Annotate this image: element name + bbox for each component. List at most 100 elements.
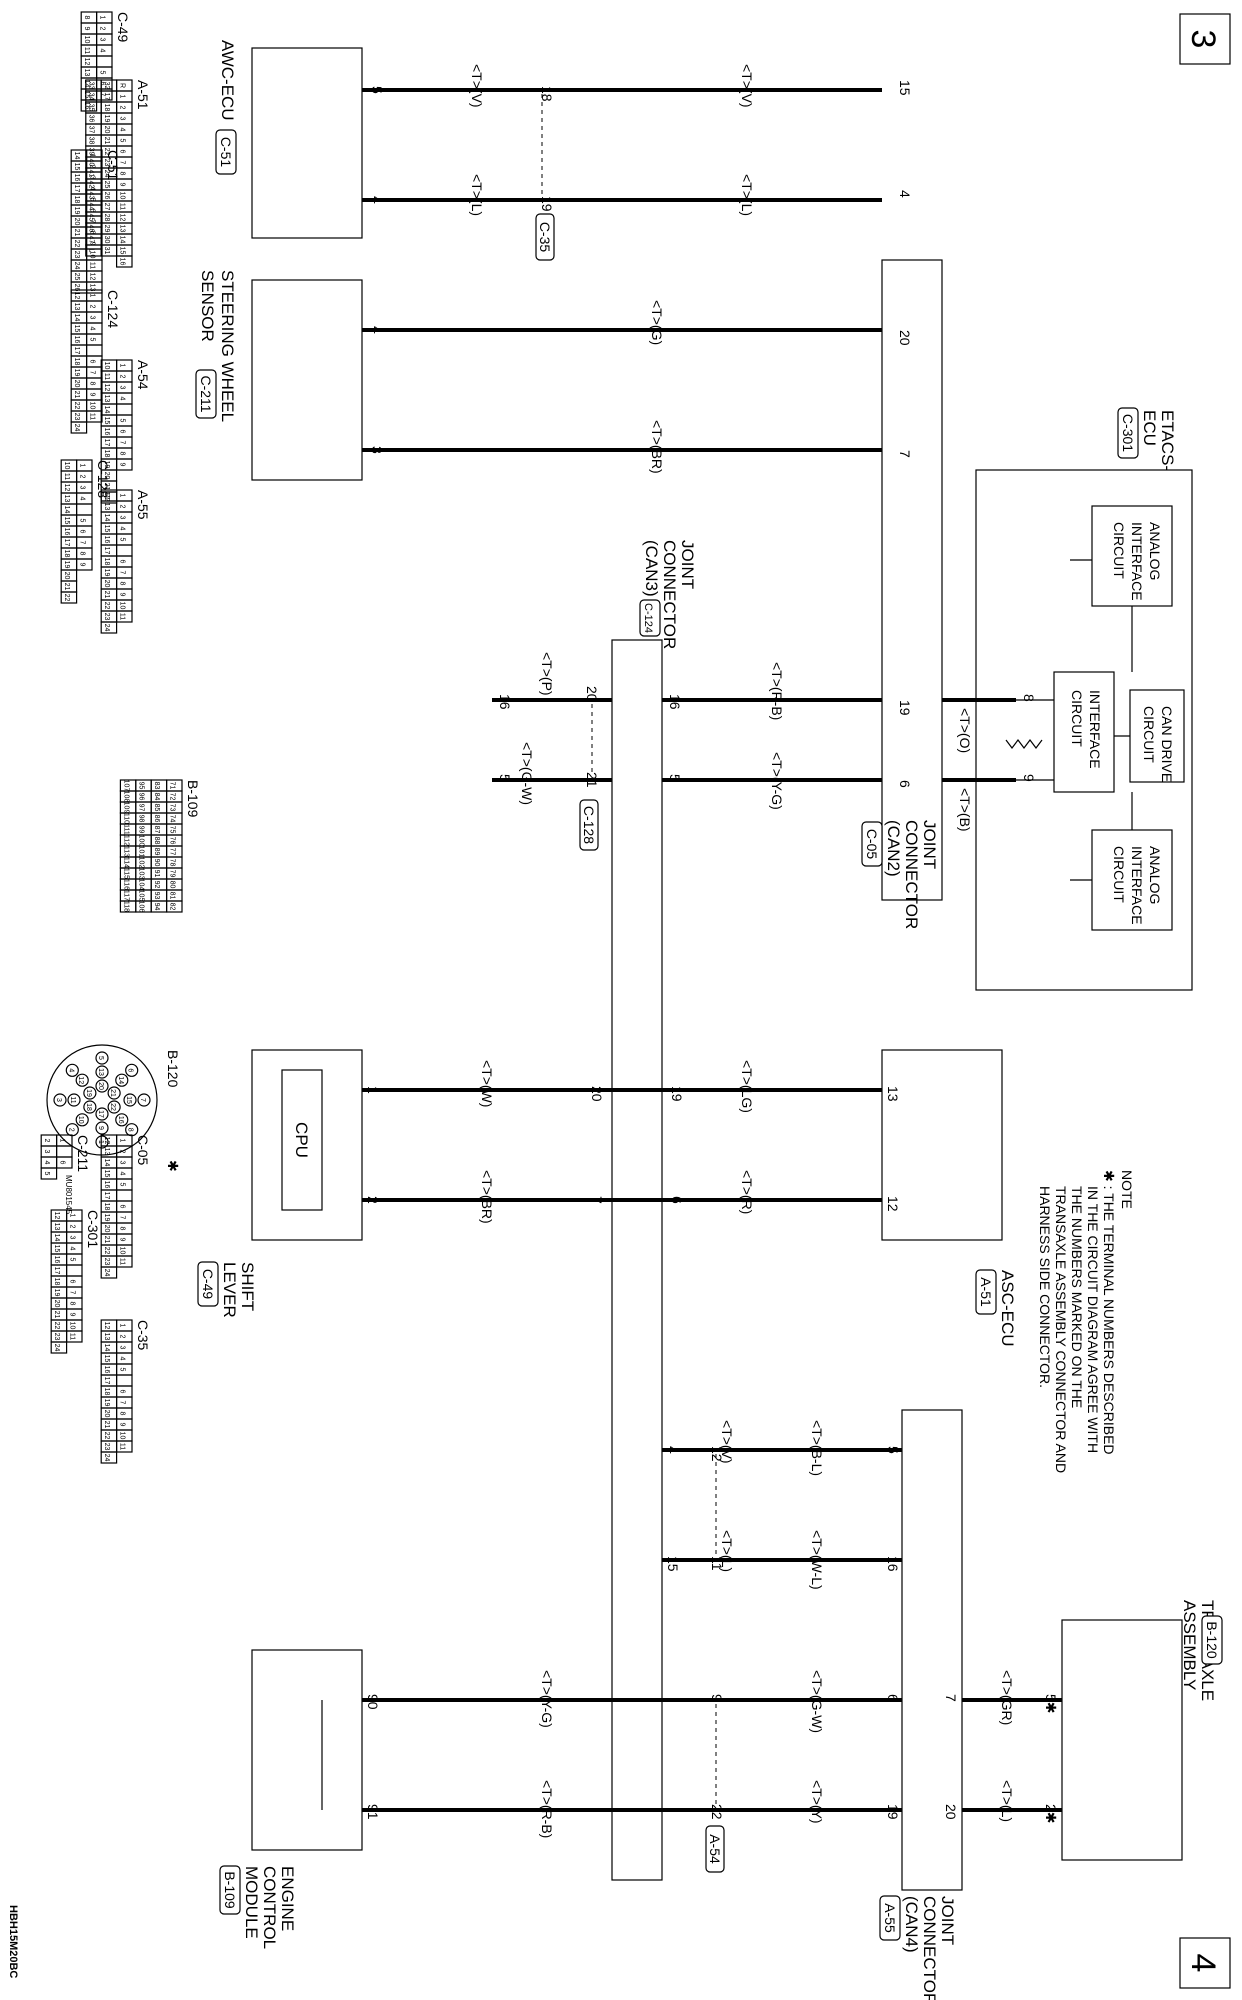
connector-pin: 26: [103, 192, 110, 200]
svg-text:CIRCUIT: CIRCUIT: [1111, 846, 1127, 903]
connector-pin: 9: [83, 27, 90, 31]
connector-pin: 104: [138, 879, 145, 891]
svg-text:2: 2: [365, 1196, 381, 1204]
connector-pin: 1: [88, 154, 95, 158]
connector-pin: 22: [103, 494, 110, 502]
connector-pin: 8: [118, 452, 125, 456]
svg-text:ASC-ECU: ASC-ECU: [998, 1270, 1017, 1347]
connector-view-c05: C-05123456789101112131415161718192021222…: [100, 1134, 151, 1279]
svg-text:19: 19: [897, 700, 913, 716]
connector-pin: 11: [88, 413, 95, 420]
svg-text:CPU: CPU: [292, 1122, 311, 1158]
connector-pin: 98: [138, 815, 145, 823]
connector-pin: 20: [103, 580, 110, 588]
connector-pin: 95: [138, 782, 145, 790]
svg-text:CONTROL: CONTROL: [260, 1866, 279, 1949]
connector-view-code: A-51: [135, 80, 151, 110]
connector-pin: 5: [88, 338, 95, 342]
connector-pin: 13: [88, 284, 95, 292]
connector-pin: 6: [127, 1068, 134, 1072]
connector-pin: 7: [88, 220, 95, 224]
svg-text:19: 19: [885, 1804, 901, 1820]
svg-text:CIRCUIT: CIRCUIT: [1141, 706, 1157, 763]
c128-tag: C-128: [581, 806, 597, 844]
connector-pin: 19: [103, 461, 110, 469]
connector-view-code: C-51: [105, 150, 121, 181]
connector-pin: 19: [103, 1399, 110, 1407]
connector-pin: 1: [118, 1324, 125, 1328]
connector-pin: 12: [103, 1137, 110, 1145]
svg-text:4: 4: [369, 326, 385, 334]
svg-text:ENGINE: ENGINE: [278, 1866, 297, 1931]
svg-text:CONNECTOR: CONNECTOR: [660, 540, 679, 649]
connector-pin: 8: [127, 1128, 134, 1132]
connector-pin: 8: [78, 552, 85, 556]
connector-pin: 15: [103, 1170, 110, 1178]
connector-pin: 79: [168, 870, 175, 878]
svg-text:INTERFACE: INTERFACE: [1129, 522, 1145, 601]
connector-pin: 7: [118, 1216, 125, 1220]
asc-wires: [612, 1088, 882, 1202]
connector-pin: 6: [118, 1205, 125, 1209]
svg-text:15: 15: [897, 80, 913, 96]
svg-text:CONNECTOR: CONNECTOR: [902, 820, 921, 929]
connector-pin: 17: [103, 439, 110, 447]
connector-pin: 2: [118, 1335, 125, 1339]
svg-text:TRANSAXLE ASSEMBLY CONNECTOR A: TRANSAXLE ASSEMBLY CONNECTOR AND: [1053, 1186, 1069, 1473]
connector-pin: 15: [73, 163, 80, 171]
connector-pin: 24: [103, 1269, 110, 1277]
shift-lever-wires: [362, 1088, 612, 1202]
connector-pin: 14: [103, 406, 110, 414]
svg-text:5: 5: [885, 1446, 901, 1454]
connector-pin: 15: [53, 1245, 60, 1253]
connector-pin: 19: [73, 369, 80, 377]
connector-pin: 75: [168, 826, 175, 834]
svg-text:20: 20: [943, 1804, 959, 1820]
connector-pin: 16: [103, 1181, 110, 1189]
connector-pin: 5: [118, 419, 125, 423]
transaxle-code: B-120: [1204, 1621, 1220, 1659]
connector-pin: 6: [78, 530, 85, 534]
svg-text:<T>(R-B): <T>(R-B): [769, 662, 785, 720]
connector-pin: 5: [118, 139, 125, 143]
connector-pin: 74: [168, 815, 175, 823]
connector-pin: 22: [53, 1322, 60, 1330]
connector-pin: 33: [88, 82, 95, 90]
connector-pin: 17: [73, 347, 80, 355]
connector-pin: 91: [153, 870, 160, 878]
connector-pin: 10: [83, 36, 90, 44]
connector-pin: 27: [103, 203, 110, 211]
connector-pin: 16: [63, 528, 70, 536]
connector-pin: 11: [118, 203, 125, 210]
joint-connector-can3: [611, 639, 663, 1881]
connector-pin: 4: [68, 1247, 75, 1251]
connector-pin: 82: [168, 903, 175, 911]
connector-pin: 12: [83, 58, 90, 66]
svg-text:11: 11: [709, 1556, 725, 1571]
svg-text:<T>(R-B): <T>(R-B): [539, 1780, 555, 1838]
connector-part-number: MU801545: [64, 1175, 73, 1215]
svg-text:JOINT: JOINT: [938, 1896, 957, 1945]
connector-pin: 11: [88, 262, 95, 269]
svg-text:<T>(GR): <T>(GR): [999, 1670, 1015, 1725]
connector-pin: 8: [118, 1227, 125, 1231]
connector-view-code: C-124: [105, 290, 121, 328]
connector-pin: 9: [68, 1313, 75, 1317]
connector-pin: 11: [63, 473, 70, 480]
connector-pin: 7: [118, 1401, 125, 1405]
connector-pin: 14: [83, 80, 90, 88]
svg-text:5: 5: [667, 774, 683, 782]
connector-pin: 13: [103, 1333, 110, 1341]
connector-pin: 109: [122, 802, 129, 814]
connector-pin: 5: [98, 71, 105, 75]
connector-pin: 13: [53, 1223, 60, 1231]
connector-pin: 36: [88, 115, 95, 123]
connector-pin: 13: [103, 1148, 110, 1156]
connector-pin: 41: [88, 170, 95, 178]
connector-pin: 14: [53, 1234, 60, 1242]
connector-pin: 7: [98, 93, 105, 97]
connector-pin: 17: [53, 1267, 60, 1275]
connector-pin: 11: [103, 373, 110, 380]
